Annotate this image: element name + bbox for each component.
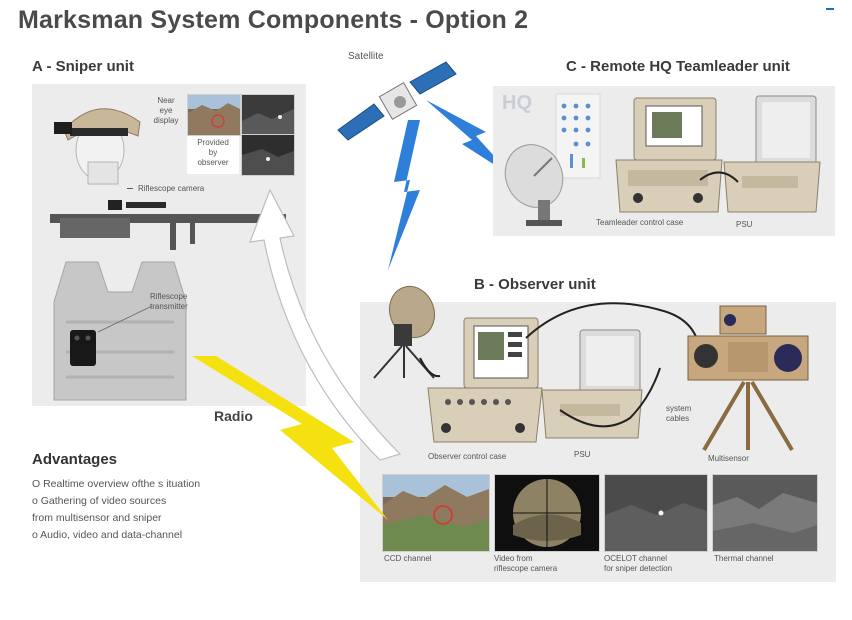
sniper-unit-title: A - Sniper unit (32, 58, 134, 75)
hq-satellite-dish (504, 144, 564, 226)
near-eye-display-label: Near eye display (153, 96, 179, 125)
observer-control-case (427, 317, 543, 443)
advantage-item: O Realtime overview ofthe s ituation (32, 478, 201, 490)
satellite-lightning-down (388, 120, 420, 270)
observer-cables (419, 302, 701, 428)
page-title: Marksman System Components - Option 2 (18, 6, 529, 34)
provided-by-observer-label: Provided by observer (187, 136, 239, 174)
observer-psu-label: PSU (574, 450, 591, 459)
riflescope-video-image (494, 474, 600, 552)
hq-cable (699, 171, 739, 183)
riflescope-camera-pointer (127, 188, 133, 189)
hq-building-icon (555, 93, 601, 179)
observer-feed-arrow (249, 188, 402, 461)
multisensor-device (687, 305, 809, 452)
advantage-item: from multisensor and sniper (32, 512, 162, 524)
advantage-item: o Audio, video and data-channel (32, 529, 183, 541)
corner-mark (826, 8, 834, 10)
vest-illustration (53, 261, 187, 401)
observer-control-case-label: Observer control case (428, 452, 507, 461)
observer-unit-title: B - Observer unit (474, 276, 596, 293)
satellite-label: Satellite (348, 51, 384, 62)
rifle-illustration (50, 200, 286, 250)
satellite-icon (337, 61, 457, 141)
thermal-channel-image (712, 474, 818, 552)
hq-psu-case (723, 95, 821, 213)
hq-psu-label: PSU (736, 220, 753, 229)
channel-label-ocelot: OCELOT channel for sniper detection (604, 554, 673, 573)
advantage-item: o Gathering of video sources (32, 495, 167, 507)
channel-label-riflescope: Video from riflescope camera (494, 554, 558, 573)
observer-satellite-dish (373, 285, 436, 379)
channel-label-ccd: CCD channel (384, 554, 432, 563)
radio-lightning (192, 356, 388, 520)
transmitter-pointer (97, 305, 153, 333)
channel-label-thermal: Thermal channel (714, 554, 774, 563)
ccd-channel-image (382, 474, 490, 552)
multisensor-label: Multisensor (708, 454, 749, 463)
ocelot-channel-image (604, 474, 708, 552)
helmet-head-illustration (54, 108, 141, 185)
hq-badge: HQ (502, 92, 532, 114)
near-eye-image-thermal-bottom (241, 134, 295, 176)
near-eye-image-thermal-top (241, 94, 295, 136)
teamleader-control-case (615, 97, 723, 213)
radio-label: Radio (214, 408, 253, 424)
riflescope-transmitter-label: Riflescope transmitter (150, 292, 188, 311)
near-eye-image-terrain (187, 94, 241, 136)
advantages-title: Advantages (32, 451, 118, 468)
satellite-lightning-hq (426, 100, 512, 176)
hq-unit-title: C - Remote HQ Teamleader unit (566, 58, 790, 75)
riflescope-camera-label: Riflescope camera (138, 184, 205, 193)
system-cables-label: system cables (666, 404, 692, 423)
teamleader-control-case-label: Teamleader control case (596, 218, 684, 227)
observer-psu-case (541, 329, 643, 439)
